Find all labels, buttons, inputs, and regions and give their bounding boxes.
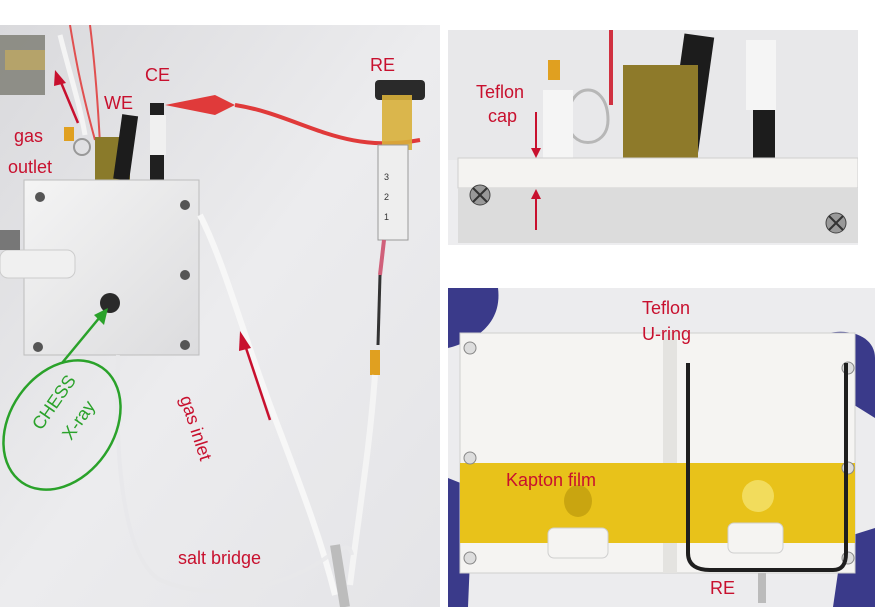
x-ray-window <box>100 293 120 313</box>
chess-arrow <box>61 316 101 364</box>
syringe <box>377 144 409 241</box>
teflon-uring-label-line1: Teflon <box>642 298 691 318</box>
panel-b-photo <box>448 30 858 245</box>
salt-bridge-label: salt bridge <box>178 548 262 568</box>
panel-a-photo: 3 2 1 <box>0 25 440 607</box>
re-label-c: RE <box>710 578 736 598</box>
panel-a: 3 2 1 A gas outlet WE CE RE gas inlet <box>0 25 440 607</box>
gas-outlet-label-line1: gas <box>14 126 44 146</box>
gas-outlet-arrow <box>58 79 80 124</box>
panel-c-photo <box>448 288 875 607</box>
panel-b: B Teflon cap <box>448 30 858 245</box>
syringe-tick-3: 3 <box>384 172 389 182</box>
gold-clip <box>623 65 698 160</box>
ce-label: CE <box>145 65 171 85</box>
teflon-cap <box>457 157 858 189</box>
kapton-film <box>460 463 855 543</box>
teflon-uring-label-line2: U-ring <box>642 324 692 344</box>
syringe-tick-2: 2 <box>384 192 389 202</box>
we-label: WE <box>104 93 133 113</box>
teflon-cap-label-line2: cap <box>488 106 518 126</box>
wrapped-electrode <box>746 40 776 110</box>
kapton-film-label: Kapton film <box>506 470 597 490</box>
gas-outlet-label-line2: outlet <box>8 157 53 177</box>
chess-ellipse <box>2 359 122 491</box>
teflon-cap-label-line1: Teflon <box>476 82 525 102</box>
gas-inlet-tube <box>197 213 338 596</box>
re-label-a: RE <box>370 55 396 75</box>
gas-inlet-arrow <box>243 344 272 421</box>
panel-c: C Teflon U-ring Kapton film RE <box>448 288 875 607</box>
teflon-u-ring <box>686 363 848 572</box>
alligator-clip <box>165 95 235 115</box>
syringe-tick-1: 1 <box>384 212 389 222</box>
